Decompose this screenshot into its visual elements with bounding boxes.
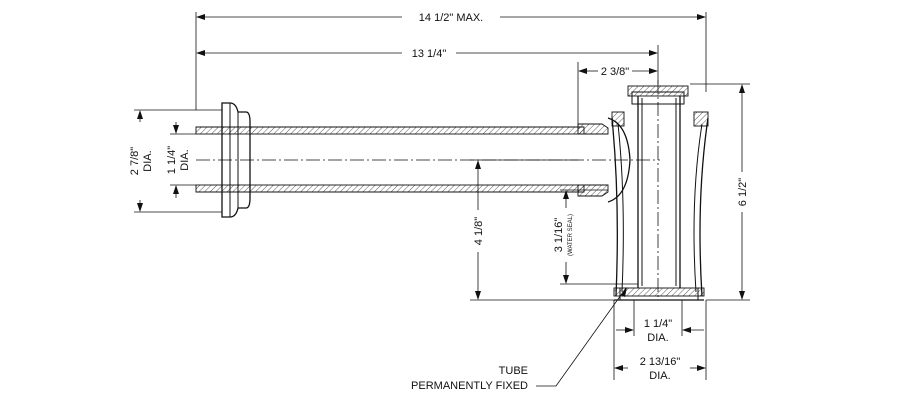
dim-flange-dia-unit: DIA. [142, 150, 154, 171]
bottle-trap-body [611, 85, 709, 301]
dim-flange-dia-label: 2 7/8" [129, 147, 141, 175]
dim-offset-label: 2 3/8" [601, 66, 629, 78]
dim-bottom-inner-dia: 1 1/4" DIA. [616, 300, 704, 344]
tube-fixed-callout: TUBE PERMANENTLY FIXED [411, 287, 627, 392]
dim-height-label: 6 1/2" [737, 178, 749, 206]
dim-water-seal-note: (WATER SEAL) [568, 214, 574, 256]
dim-bottom-outer-dia-unit: DIA. [649, 370, 670, 382]
dim-drop: 4 1/8" [470, 159, 614, 301]
dim-bottom-inner-dia-label: 1 1/4" [644, 318, 672, 330]
callout-line1: TUBE [499, 365, 528, 377]
dim-height: 6 1/2" [690, 83, 750, 301]
dim-overall-max-label: 14 1/2" MAX. [419, 12, 483, 24]
slip-nut [577, 117, 631, 203]
dim-tube-dia: 1 1/4" DIA. [166, 122, 196, 198]
dim-flange-dia: 2 7/8" DIA. [129, 109, 222, 213]
dim-bottom-inner-dia-unit: DIA. [647, 332, 668, 344]
dim-tube-dia-label: 1 1/4" [166, 146, 178, 174]
callout-line2: PERMANENTLY FIXED [411, 380, 528, 392]
dim-water-seal-label: 3 1/16" [553, 218, 565, 253]
dim-offset: 2 3/8" [577, 62, 658, 126]
horizontal-tube [195, 126, 585, 193]
dim-length-label: 13 1/4" [412, 48, 447, 60]
dim-overall-max: 14 1/2" MAX. [195, 12, 707, 110]
dim-length: 13 1/4" [196, 45, 659, 84]
dim-bottom-outer-dia-label: 2 13/16" [640, 356, 681, 368]
dim-tube-dia-unit: DIA. [179, 149, 191, 170]
dim-drop-label: 4 1/8" [473, 217, 485, 245]
dim-water-seal: 3 1/16" (WATER SEAL) [553, 189, 638, 285]
dim-bottom-outer-dia: 2 13/16" DIA. [613, 300, 707, 382]
